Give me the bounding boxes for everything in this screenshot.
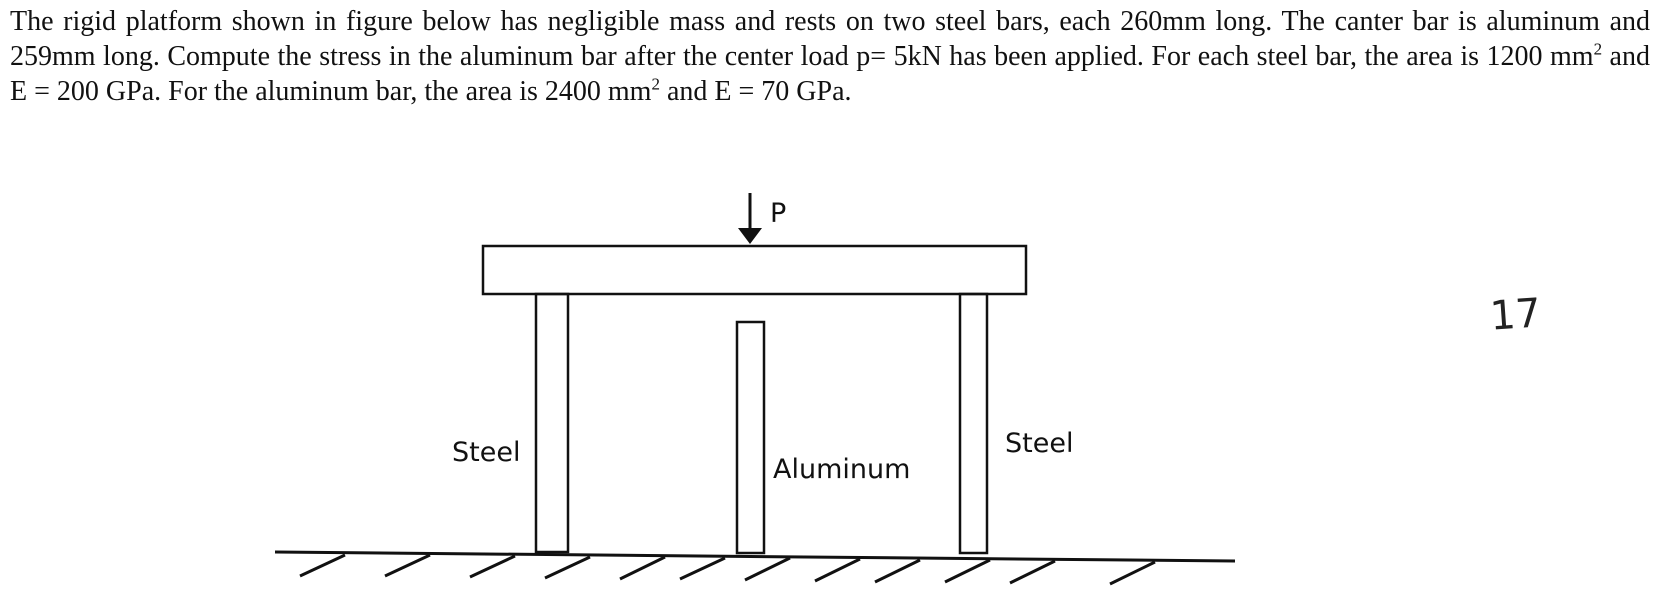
problem-text-2: and E = 200 GPa. For the aluminum bar, t… — [10, 41, 1650, 107]
aluminum-bar — [735, 320, 766, 555]
handwritten-page-number: 17 — [1488, 290, 1543, 340]
right-bar-label: Steel — [1005, 428, 1073, 459]
rigid-platform — [481, 244, 1028, 296]
problem-text-1: The rigid platform shown in figure below… — [10, 6, 1650, 72]
problem-statement: The rigid platform shown in figure below… — [10, 4, 1650, 109]
problem-text-3: and E = 70 GPa. — [659, 76, 852, 107]
load-label: P — [770, 198, 786, 229]
center-bar-label: Aluminum — [773, 454, 910, 485]
load-arrow-icon — [738, 193, 762, 244]
superscript-2: 2 — [1593, 39, 1603, 59]
left-steel-bar — [534, 292, 570, 554]
ground-support — [274, 550, 1236, 586]
superscript-2: 2 — [651, 74, 660, 94]
left-bar-label: Steel — [452, 437, 520, 468]
right-steel-bar — [958, 292, 989, 555]
